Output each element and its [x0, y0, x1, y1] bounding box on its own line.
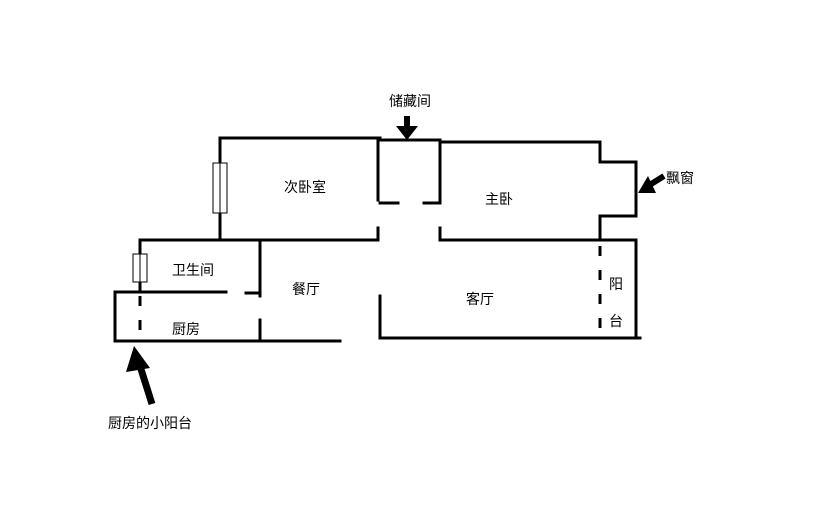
arrow-bay-window-icon [638, 173, 666, 193]
label-living: 客厅 [466, 291, 494, 308]
label-bathroom: 卫生间 [172, 263, 214, 279]
arrow-storage-icon [396, 116, 418, 140]
label-storage: 储藏间 [389, 94, 431, 110]
label-dining: 餐厅 [292, 282, 320, 298]
label-master-bedroom: 主卧 [485, 192, 513, 208]
label-bay-window: 飘窗 [666, 170, 694, 187]
walls [113, 136, 642, 343]
arrow-kitchen-balcony-icon [126, 346, 156, 406]
label-kitchen: 厨房 [172, 322, 200, 338]
label-balcony-2: 台 [609, 314, 623, 330]
label-second-bedroom: 次卧室 [284, 179, 326, 196]
label-balcony-1: 阳 [609, 277, 623, 293]
label-kitchen-balcony: 厨房的小阳台 [108, 416, 192, 432]
